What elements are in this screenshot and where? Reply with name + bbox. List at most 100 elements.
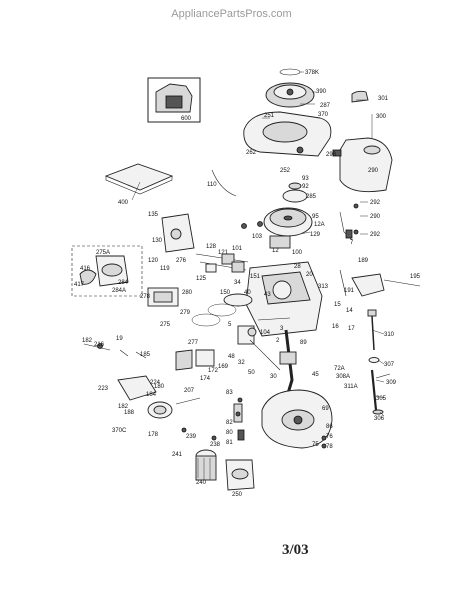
label-309: 309: [386, 380, 397, 386]
label-83: 83: [226, 390, 233, 396]
label-172: 172: [208, 368, 219, 374]
label-277: 277: [188, 340, 199, 346]
label-262: 262: [246, 150, 257, 156]
label-305: 305: [376, 396, 387, 402]
label-252: 252: [280, 168, 291, 174]
label-45: 45: [312, 372, 319, 378]
label-284: 284: [118, 280, 129, 286]
label-119: 119: [160, 266, 170, 272]
label-188: 188: [124, 410, 135, 416]
label-370c: 370C: [112, 428, 127, 434]
label-2: 2: [276, 338, 280, 344]
label-417: 417: [74, 282, 85, 288]
label-75: 75: [312, 442, 319, 448]
label-278: 278: [140, 294, 151, 300]
label-223: 223: [98, 386, 109, 392]
label-284a: 284A: [112, 288, 126, 294]
air-filter: [104, 163, 174, 195]
label-17: 17: [348, 326, 355, 332]
cylinder-block: [245, 261, 323, 337]
label-128: 128: [206, 244, 217, 250]
label-78: 78: [326, 444, 333, 450]
blower-housing: [243, 111, 332, 157]
label-290b: 290: [370, 214, 381, 220]
label-43: 43: [264, 292, 271, 298]
label-101: 101: [232, 246, 243, 252]
label-189: 189: [358, 258, 369, 264]
label-239: 239: [186, 434, 197, 440]
label-279: 279: [180, 310, 191, 316]
label-3: 3: [280, 326, 284, 332]
label-182: 182: [82, 338, 93, 344]
label-12a: 12A: [314, 222, 325, 228]
governor-linkage: [339, 269, 421, 297]
label-28: 28: [294, 264, 301, 270]
label-129: 129: [310, 232, 321, 238]
label-15: 15: [334, 302, 341, 308]
label-191: 191: [344, 288, 355, 294]
label-120: 120: [148, 258, 159, 264]
label-285: 285: [306, 194, 317, 200]
label-280: 280: [182, 290, 193, 296]
engine-inset: 600: [147, 77, 201, 123]
label-100: 100: [292, 250, 303, 256]
label-16: 16: [332, 324, 339, 330]
fuel-tank: [332, 90, 393, 193]
label-130: 130: [152, 238, 163, 244]
label-14: 14: [346, 308, 353, 314]
label-125: 125: [196, 276, 207, 282]
label-307: 307: [384, 362, 395, 368]
label-40: 40: [244, 290, 251, 296]
label-416: 416: [80, 266, 91, 272]
label-50: 50: [248, 370, 255, 376]
label-69: 69: [322, 406, 329, 412]
diagram-date-code: 3/03: [282, 542, 309, 558]
carburetor-kit-box: [71, 245, 143, 297]
label-86: 86: [326, 424, 333, 430]
label-313: 313: [318, 284, 329, 290]
label-276: 276: [176, 258, 187, 264]
piston-assembly: [191, 293, 281, 371]
label-34: 34: [234, 280, 241, 286]
label-174: 174: [200, 376, 211, 382]
label-241: 241: [172, 452, 183, 458]
label-290a: 290: [368, 168, 379, 174]
label-110: 110: [207, 182, 217, 188]
label-178: 178: [148, 432, 159, 438]
label-292a: 292: [370, 200, 381, 206]
flywheel: [263, 182, 313, 237]
label-180: 180: [154, 384, 165, 390]
label-184: 184: [146, 392, 157, 398]
label-275: 275: [160, 322, 171, 328]
label-12: 12: [272, 248, 279, 254]
label-292b: 292: [370, 232, 381, 238]
label-92: 92: [302, 184, 309, 190]
label-238: 238: [210, 442, 221, 448]
label-151: 151: [250, 274, 261, 280]
ignition: [269, 211, 353, 249]
filter-250: [195, 449, 255, 491]
label-89: 89: [300, 340, 307, 346]
label-72a: 72A: [334, 366, 345, 372]
label-301: 301: [378, 96, 389, 102]
label-275a: 275A: [96, 250, 110, 256]
label-169: 169: [218, 364, 229, 370]
label-104: 104: [260, 330, 271, 336]
label-48: 48: [228, 354, 235, 360]
label-182b: 182: [118, 404, 129, 410]
label-600: 600: [181, 116, 192, 122]
label-32: 32: [238, 360, 245, 366]
label-240: 240: [196, 480, 207, 486]
label-7: 7: [350, 240, 354, 246]
site-watermark: AppliancePartsPros.com: [171, 8, 292, 20]
label-93: 93: [302, 176, 309, 182]
label-306: 306: [374, 416, 385, 422]
label-135: 135: [148, 212, 159, 218]
label-298: 298: [326, 152, 337, 158]
muffler-assembly: [83, 343, 215, 419]
label-19: 19: [116, 336, 123, 342]
dipstick: [367, 309, 391, 415]
label-81: 81: [226, 440, 233, 446]
label-76: 76: [326, 434, 333, 440]
